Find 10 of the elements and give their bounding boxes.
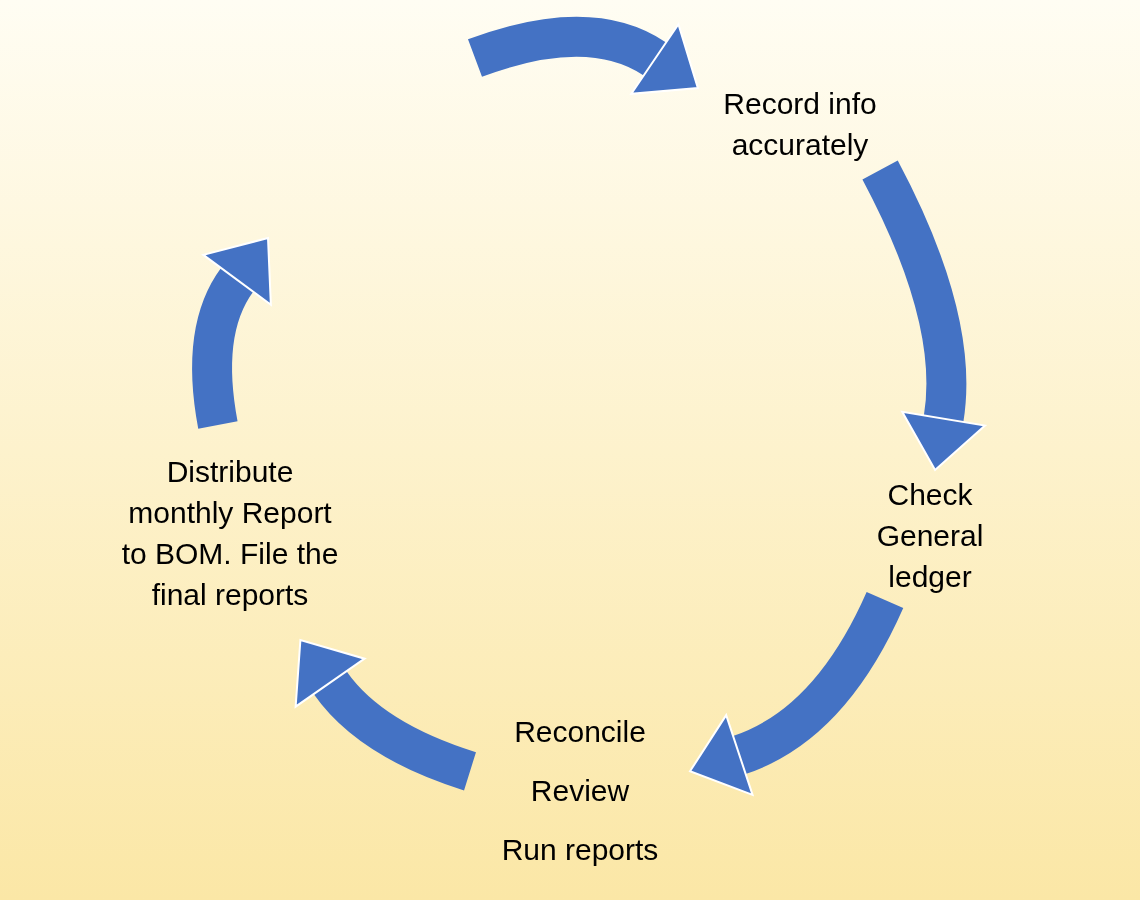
step-label: Check General ledger [875,476,985,595]
step-label: Run reports [501,831,659,868]
curved-arrow [689,591,904,796]
step-label: Reconcile [514,713,646,750]
curved-arrow [295,640,477,791]
step-label: Distribute monthly Report to BOM. File the final reports [120,453,340,613]
step-label: Review [530,772,630,809]
curved-arrow [862,160,987,472]
step-label: Record info accurately [722,86,878,163]
curved-arrow [468,16,701,96]
